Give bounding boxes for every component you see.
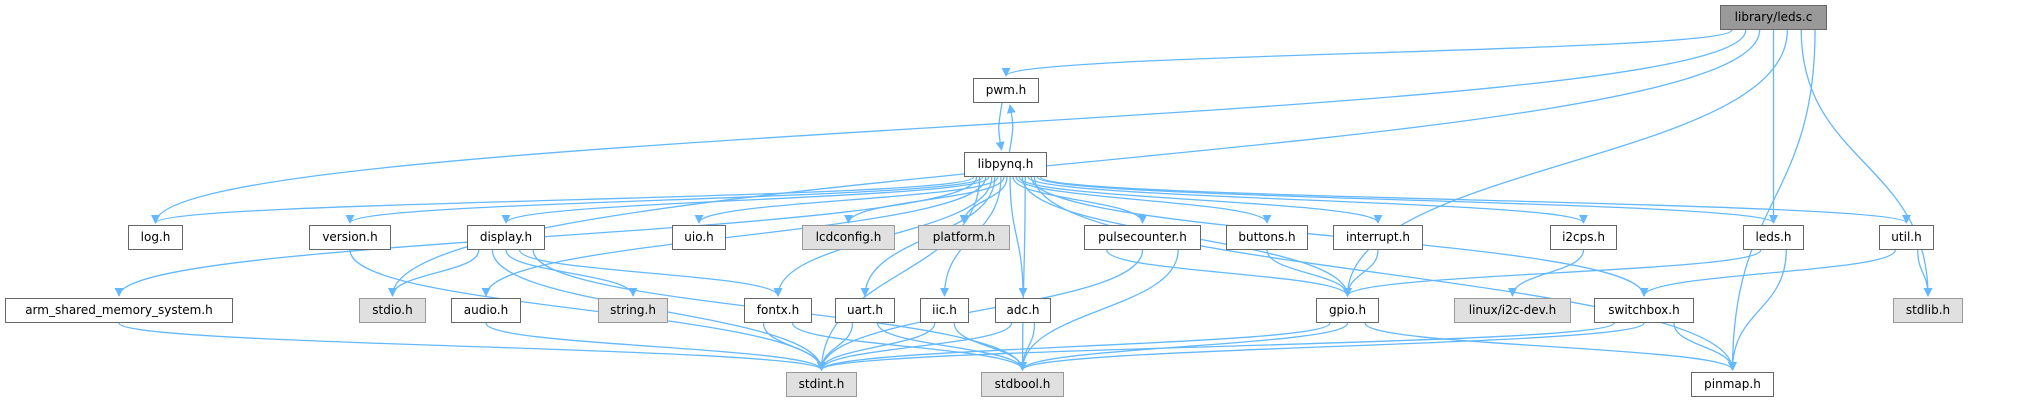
node-leds-h[interactable]: leds.h — [1743, 225, 1804, 250]
edge-leds_c-to-pinmap — [1728, 29, 1816, 371]
node-gpio[interactable]: gpio.h — [1316, 298, 1379, 323]
edge-libpynq-to-pinmap — [1033, 176, 1737, 371]
node-lcdconfig[interactable]: lcdconfig.h — [802, 225, 895, 250]
edge-libpynq-to-buttons — [1015, 176, 1272, 224]
node-uio[interactable]: uio.h — [672, 225, 726, 250]
node-i2cdev[interactable]: linux/i2c-dev.h — [1454, 298, 1571, 323]
node-pinmap[interactable]: pinmap.h — [1691, 372, 1774, 397]
edge-gpio-to-stdint — [817, 322, 1331, 371]
edge-gpio-to-stdbool — [1018, 322, 1349, 371]
edge-libpynq-to-i2cps — [1027, 176, 1588, 224]
edge-util-to-switchbox — [1639, 249, 1896, 297]
edge-libpynq-to-lcdconfig — [844, 176, 1005, 224]
node-arm[interactable]: arm_shared_memory_system.h — [5, 298, 233, 323]
edge-leds_c-to-stdlib — [1800, 29, 1933, 297]
edge-leds_c-to-pwm — [1001, 29, 1733, 77]
edge-display-to-fontx — [518, 249, 783, 297]
node-libpynq[interactable]: libpynq.h — [964, 152, 1047, 177]
edge-buttons-to-gpio — [1266, 249, 1352, 297]
edge-display-to-stdio — [388, 249, 480, 297]
node-log[interactable]: log.h — [128, 225, 183, 250]
edge-leds_h-to-gpio — [1343, 249, 1762, 297]
edge-fontx-to-stdbool — [791, 322, 1027, 371]
edge-leds_c-to-gpio — [1343, 29, 1789, 297]
node-util[interactable]: util.h — [1879, 225, 1934, 250]
edge-libpynq-to-log — [151, 176, 975, 224]
node-version[interactable]: version.h — [309, 225, 391, 250]
edge-libpynq-to-uio — [694, 176, 999, 224]
edge-libpynq-to-util — [1039, 176, 1911, 224]
edge-libpynq-to-leds_h — [1036, 176, 1778, 224]
edge-uart-to-stdbool — [876, 322, 1027, 371]
node-string[interactable]: string.h — [598, 298, 668, 323]
edge-gpio-to-pinmap — [1364, 322, 1737, 371]
node-stdio[interactable]: stdio.h — [359, 298, 426, 323]
edge-audio-to-stdint — [485, 322, 826, 371]
edge-pulsecounter-to-gpio — [1106, 249, 1352, 297]
node-buttons[interactable]: buttons.h — [1226, 225, 1308, 250]
edge-leds_h-to-pinmap — [1728, 249, 1787, 371]
node-display[interactable]: display.h — [467, 225, 545, 250]
edge-switchbox-to-stdbool — [1018, 322, 1645, 371]
edge-pulsecounter-to-stdint — [817, 249, 1144, 371]
edge-leds_c-to-stdio — [388, 29, 1761, 297]
node-pulsecounter[interactable]: pulsecounter.h — [1084, 225, 1201, 250]
edge-leds_c-to-log — [151, 29, 1747, 224]
node-leds-c[interactable]: library/leds.c — [1720, 5, 1827, 30]
edge-pwm-to-libpynq — [995, 102, 1005, 151]
edge-libpynq-to-display — [501, 176, 990, 224]
edge-libpynq-to-version — [345, 176, 984, 224]
edge-switchbox-to-pinmap — [1673, 322, 1737, 371]
node-interrupt[interactable]: interrupt.h — [1333, 225, 1423, 250]
edge-switchbox-to-stdint — [817, 322, 1615, 371]
node-i2cps[interactable]: i2cps.h — [1550, 225, 1617, 250]
edge-libpynq-to-pulsecounter — [1012, 176, 1147, 224]
node-iic[interactable]: iic.h — [920, 298, 969, 323]
node-audio[interactable]: audio.h — [451, 298, 521, 323]
node-platform[interactable]: platform.h — [918, 225, 1010, 250]
node-pwm[interactable]: pwm.h — [973, 78, 1039, 103]
edge-libpynq-to-interrupt — [1018, 176, 1383, 224]
edge-display-to-string — [505, 249, 638, 297]
edge-fontx-to-stdint — [762, 322, 826, 371]
edge-libpynq-to-stdbool — [1018, 176, 1028, 371]
edge-util-to-stdlib — [1917, 249, 1933, 297]
edge-arm-to-stdint — [118, 322, 826, 371]
node-stdbool[interactable]: stdbool.h — [981, 372, 1064, 397]
node-fontx[interactable]: fontx.h — [744, 298, 812, 323]
edge-libpynq-to-adc — [1009, 176, 1028, 297]
edge-iic-to-stdbool — [953, 322, 1027, 371]
edge-pulsecounter-to-stdbool — [1018, 249, 1179, 371]
node-uart[interactable]: uart.h — [835, 298, 895, 323]
node-stdint[interactable]: stdint.h — [786, 372, 857, 397]
node-adc[interactable]: adc.h — [995, 298, 1051, 323]
node-switchbox[interactable]: switchbox.h — [1594, 298, 1694, 323]
edge-libpynq-to-platform — [959, 176, 1008, 224]
edge-libpynq-to-pwm — [1006, 104, 1016, 153]
node-stdlib[interactable]: stdlib.h — [1893, 298, 1963, 323]
edge-adc-to-stdint — [817, 322, 1013, 371]
